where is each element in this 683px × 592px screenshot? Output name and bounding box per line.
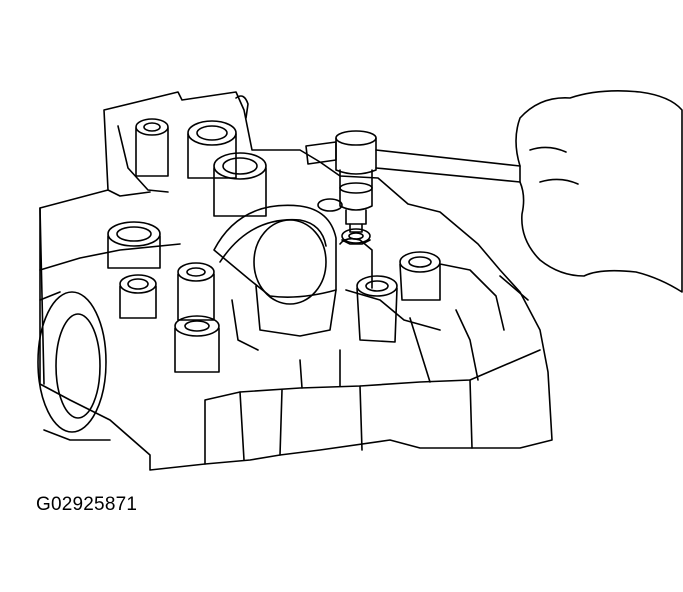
seal-installer-tool — [336, 131, 376, 244]
hammer — [306, 142, 520, 182]
rear-boss-group — [118, 96, 266, 216]
cam-journal — [214, 205, 336, 350]
hand — [516, 91, 682, 292]
head-body-outline — [40, 92, 552, 470]
figure-id-label: G02925871 — [36, 494, 138, 515]
right-side-ribs — [300, 264, 528, 388]
left-flange — [38, 292, 110, 440]
port-bosses — [108, 222, 219, 372]
